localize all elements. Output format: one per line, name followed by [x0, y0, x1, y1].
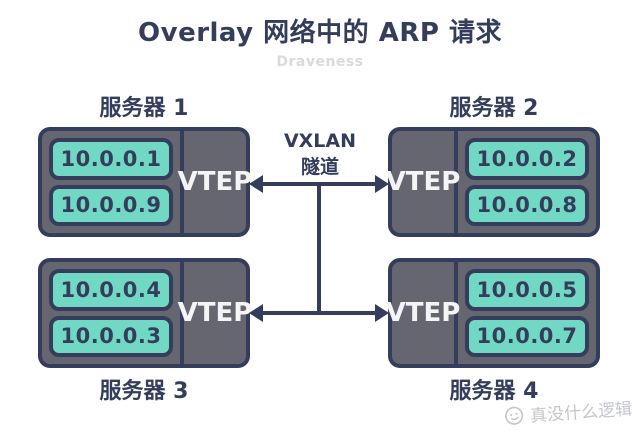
server-2-box: 10.0.0.2 10.0.0.8 VTEP: [386, 127, 600, 237]
ip-box: 10.0.0.2: [465, 138, 589, 180]
ip-box: 10.0.0.3: [49, 315, 173, 357]
server-3-ip-stack: 10.0.0.4 10.0.0.3: [42, 262, 180, 364]
server-3-label: 服务器 3: [99, 379, 189, 404]
ip-box: 10.0.0.7: [465, 315, 589, 357]
vxlan-tunnel-line2: 隧道: [300, 156, 339, 178]
ip-box: 10.0.0.4: [49, 269, 173, 311]
server-4-label: 服务器 4: [449, 379, 539, 404]
server-1-vtep: VTEP: [178, 131, 252, 233]
ip-box: 10.0.0.9: [49, 184, 173, 226]
server-4-vtep: VTEP: [386, 262, 460, 364]
bottom-arrowhead-left-icon: [249, 304, 263, 322]
vxlan-tunnel-label: VXLAN 隧道: [270, 128, 370, 180]
server-3-vtep: VTEP: [178, 262, 252, 364]
server-2-label: 服务器 2: [449, 96, 539, 121]
server-1-ip-stack: 10.0.0.1 10.0.0.9: [42, 131, 180, 233]
publisher-watermark: 真没什么逻辑: [502, 395, 633, 429]
vertical-tunnel-connector: [317, 184, 321, 313]
server-4-box: 10.0.0.5 10.0.0.7 VTEP: [386, 258, 600, 368]
author-watermark: Draveness: [276, 54, 364, 70]
smiley-face-icon: [505, 406, 524, 425]
ip-box: 10.0.0.1: [49, 138, 173, 180]
bottom-arrowhead-right-icon: [375, 304, 389, 322]
top-arrowhead-right-icon: [375, 175, 389, 193]
ip-box: 10.0.0.5: [465, 269, 589, 311]
server-1-box: 10.0.0.1 10.0.0.9 VTEP: [38, 127, 252, 237]
vxlan-tunnel-line1: VXLAN: [283, 130, 357, 152]
bottom-tunnel-line: [258, 311, 380, 315]
server-2-ip-stack: 10.0.0.2 10.0.0.8: [458, 131, 596, 233]
server-4-ip-stack: 10.0.0.5 10.0.0.7: [458, 262, 596, 364]
server-2-vtep: VTEP: [386, 131, 460, 233]
server-3-box: 10.0.0.4 10.0.0.3 VTEP: [38, 258, 252, 368]
top-arrowhead-left-icon: [249, 175, 263, 193]
server-1-label: 服务器 1: [99, 96, 189, 121]
diagram-title: Overlay 网络中的 ARP 请求: [138, 18, 502, 48]
ip-box: 10.0.0.8: [465, 184, 589, 226]
